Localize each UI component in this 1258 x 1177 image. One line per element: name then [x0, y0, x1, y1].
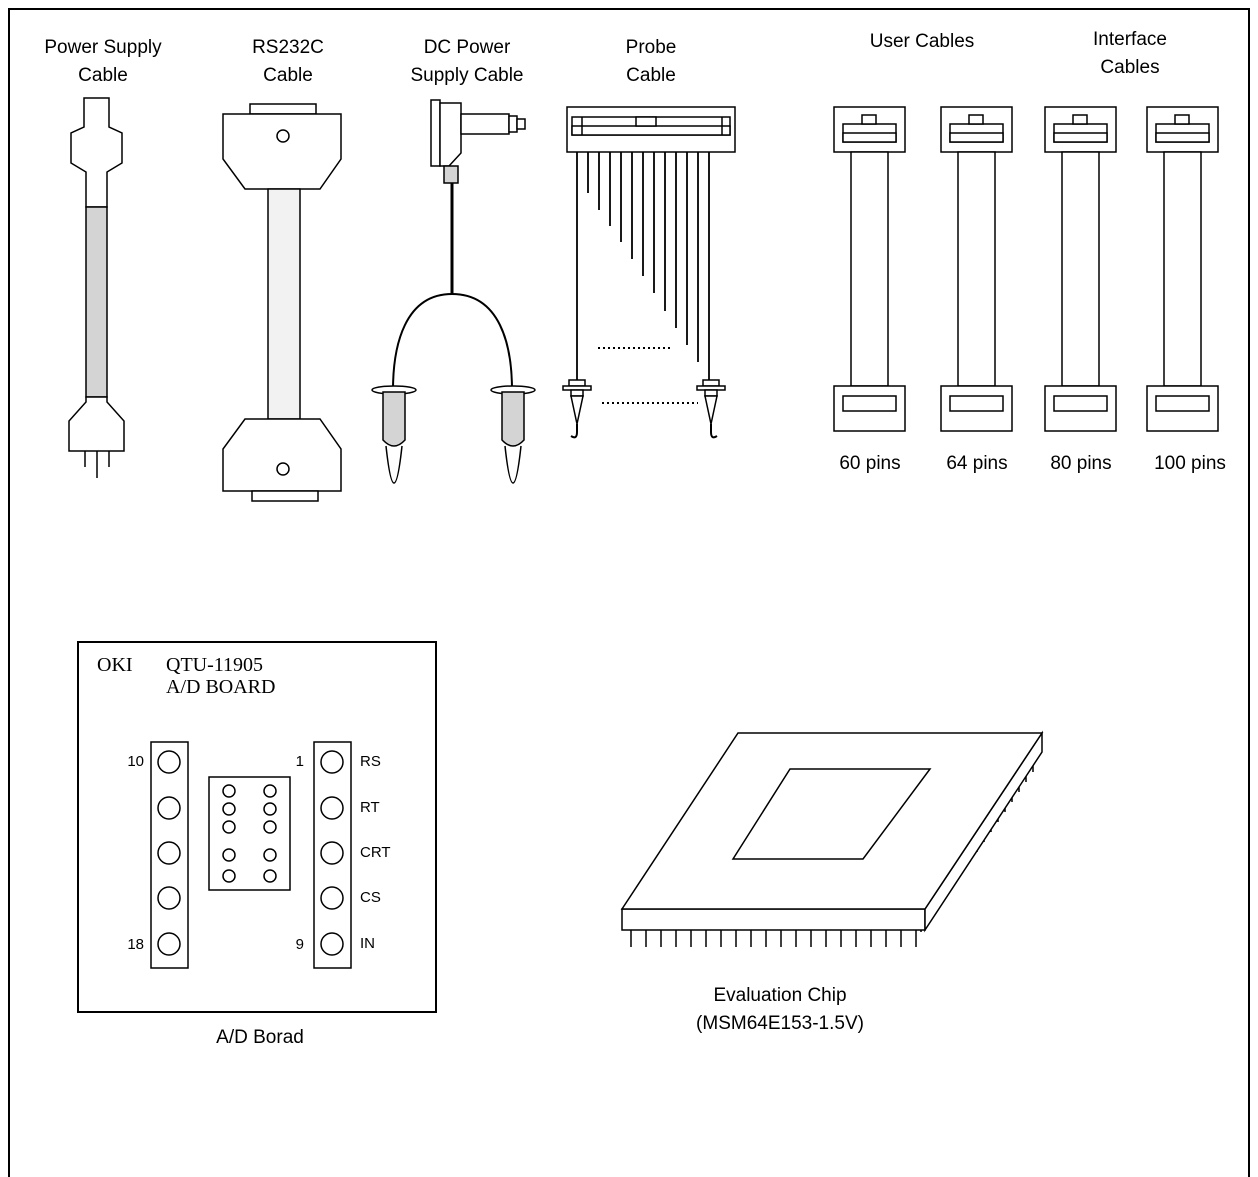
power-supply-cable-label-line2: Cable — [78, 65, 128, 86]
power-supply-cable-label: Power Supply Cable — [18, 34, 188, 90]
signal-rs: RS — [360, 753, 381, 770]
chip-die — [731, 768, 932, 860]
ribbon-cable-64 — [940, 106, 1013, 432]
interface-cables-label-line1: Interface — [1093, 29, 1167, 50]
board-name: A/D BOARD — [166, 676, 276, 698]
rs232c-cable-label: RS232C Cable — [213, 34, 363, 90]
evaluation-chip — [620, 730, 1044, 947]
board-maker: OKI — [97, 654, 133, 676]
pins-60-label: 60 pins — [839, 453, 901, 474]
user-cables-label: User Cables — [842, 28, 1002, 56]
ribbon-cable-60 — [833, 106, 906, 432]
dc-power-supply-cable-label: DC Power Supply Cable — [387, 34, 547, 90]
pins-100-label: 100 pins — [1154, 453, 1226, 474]
signal-cs: CS — [360, 889, 381, 906]
user-cables-label-text: User Cables — [869, 31, 975, 52]
power-supply-cable — [68, 97, 125, 478]
ad-board — [77, 641, 437, 1013]
ad-board-caption: A/D Borad — [216, 1027, 304, 1048]
power-supply-cable-label-line1: Power Supply — [44, 37, 162, 58]
ribbon-cable-80 — [1044, 106, 1117, 432]
probe-cable — [562, 106, 736, 439]
evaluation-chip-caption-line1: Evaluation Chip — [713, 985, 847, 1006]
left-pin-last: 18 — [127, 936, 144, 953]
probe-cable-label-line1: Probe — [625, 37, 677, 58]
evaluation-chip-caption-line2: (MSM64E153-1.5V) — [696, 1013, 864, 1034]
rs232c-cable-label-line2: Cable — [263, 65, 313, 86]
chip-side-front — [621, 908, 926, 931]
signal-crt: CRT — [360, 844, 391, 861]
rs232c-cable-label-line1: RS232C — [252, 37, 324, 58]
probe-cable-label: Probe Cable — [581, 34, 721, 90]
ribbon-cable-100 — [1146, 106, 1219, 432]
dc-power-supply-cable — [371, 99, 536, 484]
probe-cable-label-line2: Cable — [626, 65, 676, 86]
left-pin-first: 10 — [127, 753, 144, 770]
board-model: QTU-11905 — [166, 654, 264, 676]
pins-80-label: 80 pins — [1050, 453, 1112, 474]
interface-cables-label: Interface Cables — [1060, 26, 1200, 82]
dc-power-supply-cable-label-line2: Supply Cable — [410, 65, 524, 86]
right-pin-last: 9 — [295, 936, 304, 953]
pins-64-label: 64 pins — [946, 453, 1008, 474]
chip-bottom-pins — [630, 930, 917, 947]
signal-rt: RT — [360, 799, 380, 816]
signal-in: IN — [360, 935, 375, 952]
figure-frame — [8, 8, 1250, 1177]
evaluation-chip-caption: Evaluation Chip (MSM64E153-1.5V) — [660, 982, 900, 1038]
right-pin-first: 1 — [295, 753, 304, 770]
dc-power-supply-cable-label-line1: DC Power — [423, 37, 511, 58]
rs232c-cable — [222, 103, 342, 502]
interface-cables-label-line2: Cables — [1100, 57, 1160, 78]
